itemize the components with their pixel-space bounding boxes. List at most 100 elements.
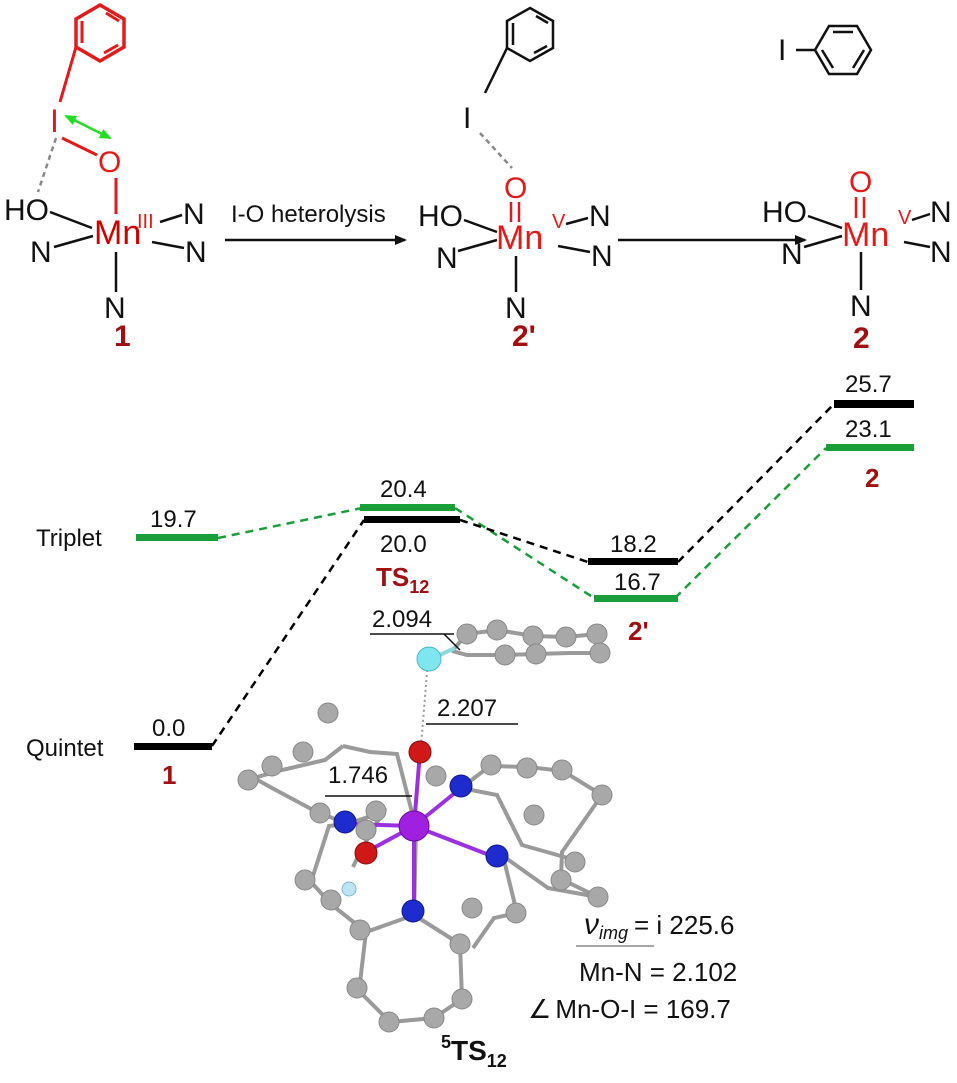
oxidation-state: V [552,211,566,233]
arrow-heterolysis: I-O heterolysis [225,201,407,245]
carbon-atom [378,1011,400,1033]
hydroxyl-oxygen-atom [354,841,378,865]
manganese-atom [398,810,430,842]
ring-double-bond [851,49,866,69]
quintet-level-ts [364,516,460,523]
compound-2-prime: I O HO Mn V N N N N 2' [418,6,613,353]
metal-label: Mn [842,216,889,254]
n-label: N [30,236,52,269]
n-label: N [436,242,458,275]
n-label: N [183,198,205,231]
triplet-level-2p [594,595,678,602]
nitrogen-atom [449,774,473,798]
bond-ho-mn [49,210,93,230]
carbon-atom [309,802,331,824]
species-label-1: 1 [162,760,176,790]
bond-ho-mn [807,214,843,230]
compound-label: 1 [114,320,131,353]
quintet-connector [459,518,589,564]
triplet-level-2 [826,444,914,451]
n-label: N [930,196,952,229]
carbon-atom [461,897,483,919]
ring-double-bond [820,49,835,69]
ligand-bonds [460,786,576,862]
bond-iodine-oxygen [61,136,98,157]
carbon-atom [355,819,377,841]
n-label: N [591,240,613,273]
carbon-atom [494,644,516,666]
state-label-triplet: Triplet [36,525,102,552]
carbon-atom [423,1007,445,1029]
compound-label: 2' [512,320,536,353]
distance-label: 2.207 [437,695,497,722]
distance-label: 1.746 [328,762,388,789]
carbon-atom [449,933,471,955]
n-label: N [104,292,126,325]
carbon-atom [591,784,613,806]
energy-value: 16.7 [614,569,661,596]
carbon-atom [550,869,572,891]
nitrogen-atom [333,810,357,834]
energy-value: 18.2 [610,531,657,558]
carbon-atom [292,741,314,763]
carbon-atom [522,625,544,647]
bond-ring-iodine [483,47,509,94]
carbon-atom [587,886,609,908]
species-label-2: 2 [865,463,879,493]
iodine-label: I [50,103,59,139]
carbon-atom [237,769,259,791]
carbon-atom [456,623,478,645]
hydrogen-atom [341,881,357,897]
metal-label: Mn [496,219,543,257]
carbon-atom [523,804,545,826]
triplet-connector [674,447,827,599]
bond-mn-n-right1 [159,213,183,224]
compound-2: I O HO Mn V N N N N 2 [762,24,952,355]
ho-label: HO [762,196,807,229]
oxygen-atom [408,740,432,764]
triplet-connector [454,506,595,600]
carbon-atom [564,851,586,873]
triplet-level-ts [360,504,455,511]
energy-value: 20.0 [380,531,427,558]
carbon-atom [451,988,473,1010]
species-label-2p: 2' [628,616,649,646]
bond-mn-n-right2 [557,244,591,254]
bond-mn-n-left [803,234,843,249]
metal-label: Mn [94,214,141,252]
bond-mn-n-right2 [903,240,931,249]
energy-value: 19.7 [150,506,197,533]
state-label-quintet: Quintet [26,735,104,762]
arrow-label: I-O heterolysis [231,201,386,228]
energy-value: 25.7 [845,371,892,398]
carbon-atom [365,800,387,822]
carbon-atom [486,619,508,641]
oxidation-state: V [898,207,912,229]
bond-ho-mn [463,218,498,234]
mn-o-i-angle: ∠Mn-O-I = 169.7 [528,994,731,1024]
ho-label: HO [4,194,49,227]
scheme: I O HO Mn III N N N N 1 I-O heterolysis [4,2,952,355]
hydrogen-bond-dashed [36,137,58,193]
carbon-atom [589,642,611,664]
quintet-level-2 [834,400,914,408]
energy-value: 20.4 [380,476,427,503]
carbon-atom [346,977,368,999]
compound-label: 2 [853,322,870,355]
ring-double-bond [105,11,120,23]
mn-n-distance: Mn-N = 2.102 [579,957,737,987]
oxygen-label: O [504,172,527,205]
n-label: N [850,290,872,323]
quintet-level-1 [134,743,212,750]
carbon-atom [320,889,342,911]
carbon-atom [551,759,573,781]
n-label: N [185,236,207,269]
energy-diagram: Triplet Quintet 19.7 0.0 20.4 20.0 18.2 … [26,371,914,790]
phenyl-ring [505,6,555,63]
ring-double-bond [535,14,549,25]
nitrogen-atom [485,844,509,868]
carbon-atom [586,623,608,645]
bond-mn-n-left [457,238,498,253]
bond-ring-iodine [58,46,78,103]
